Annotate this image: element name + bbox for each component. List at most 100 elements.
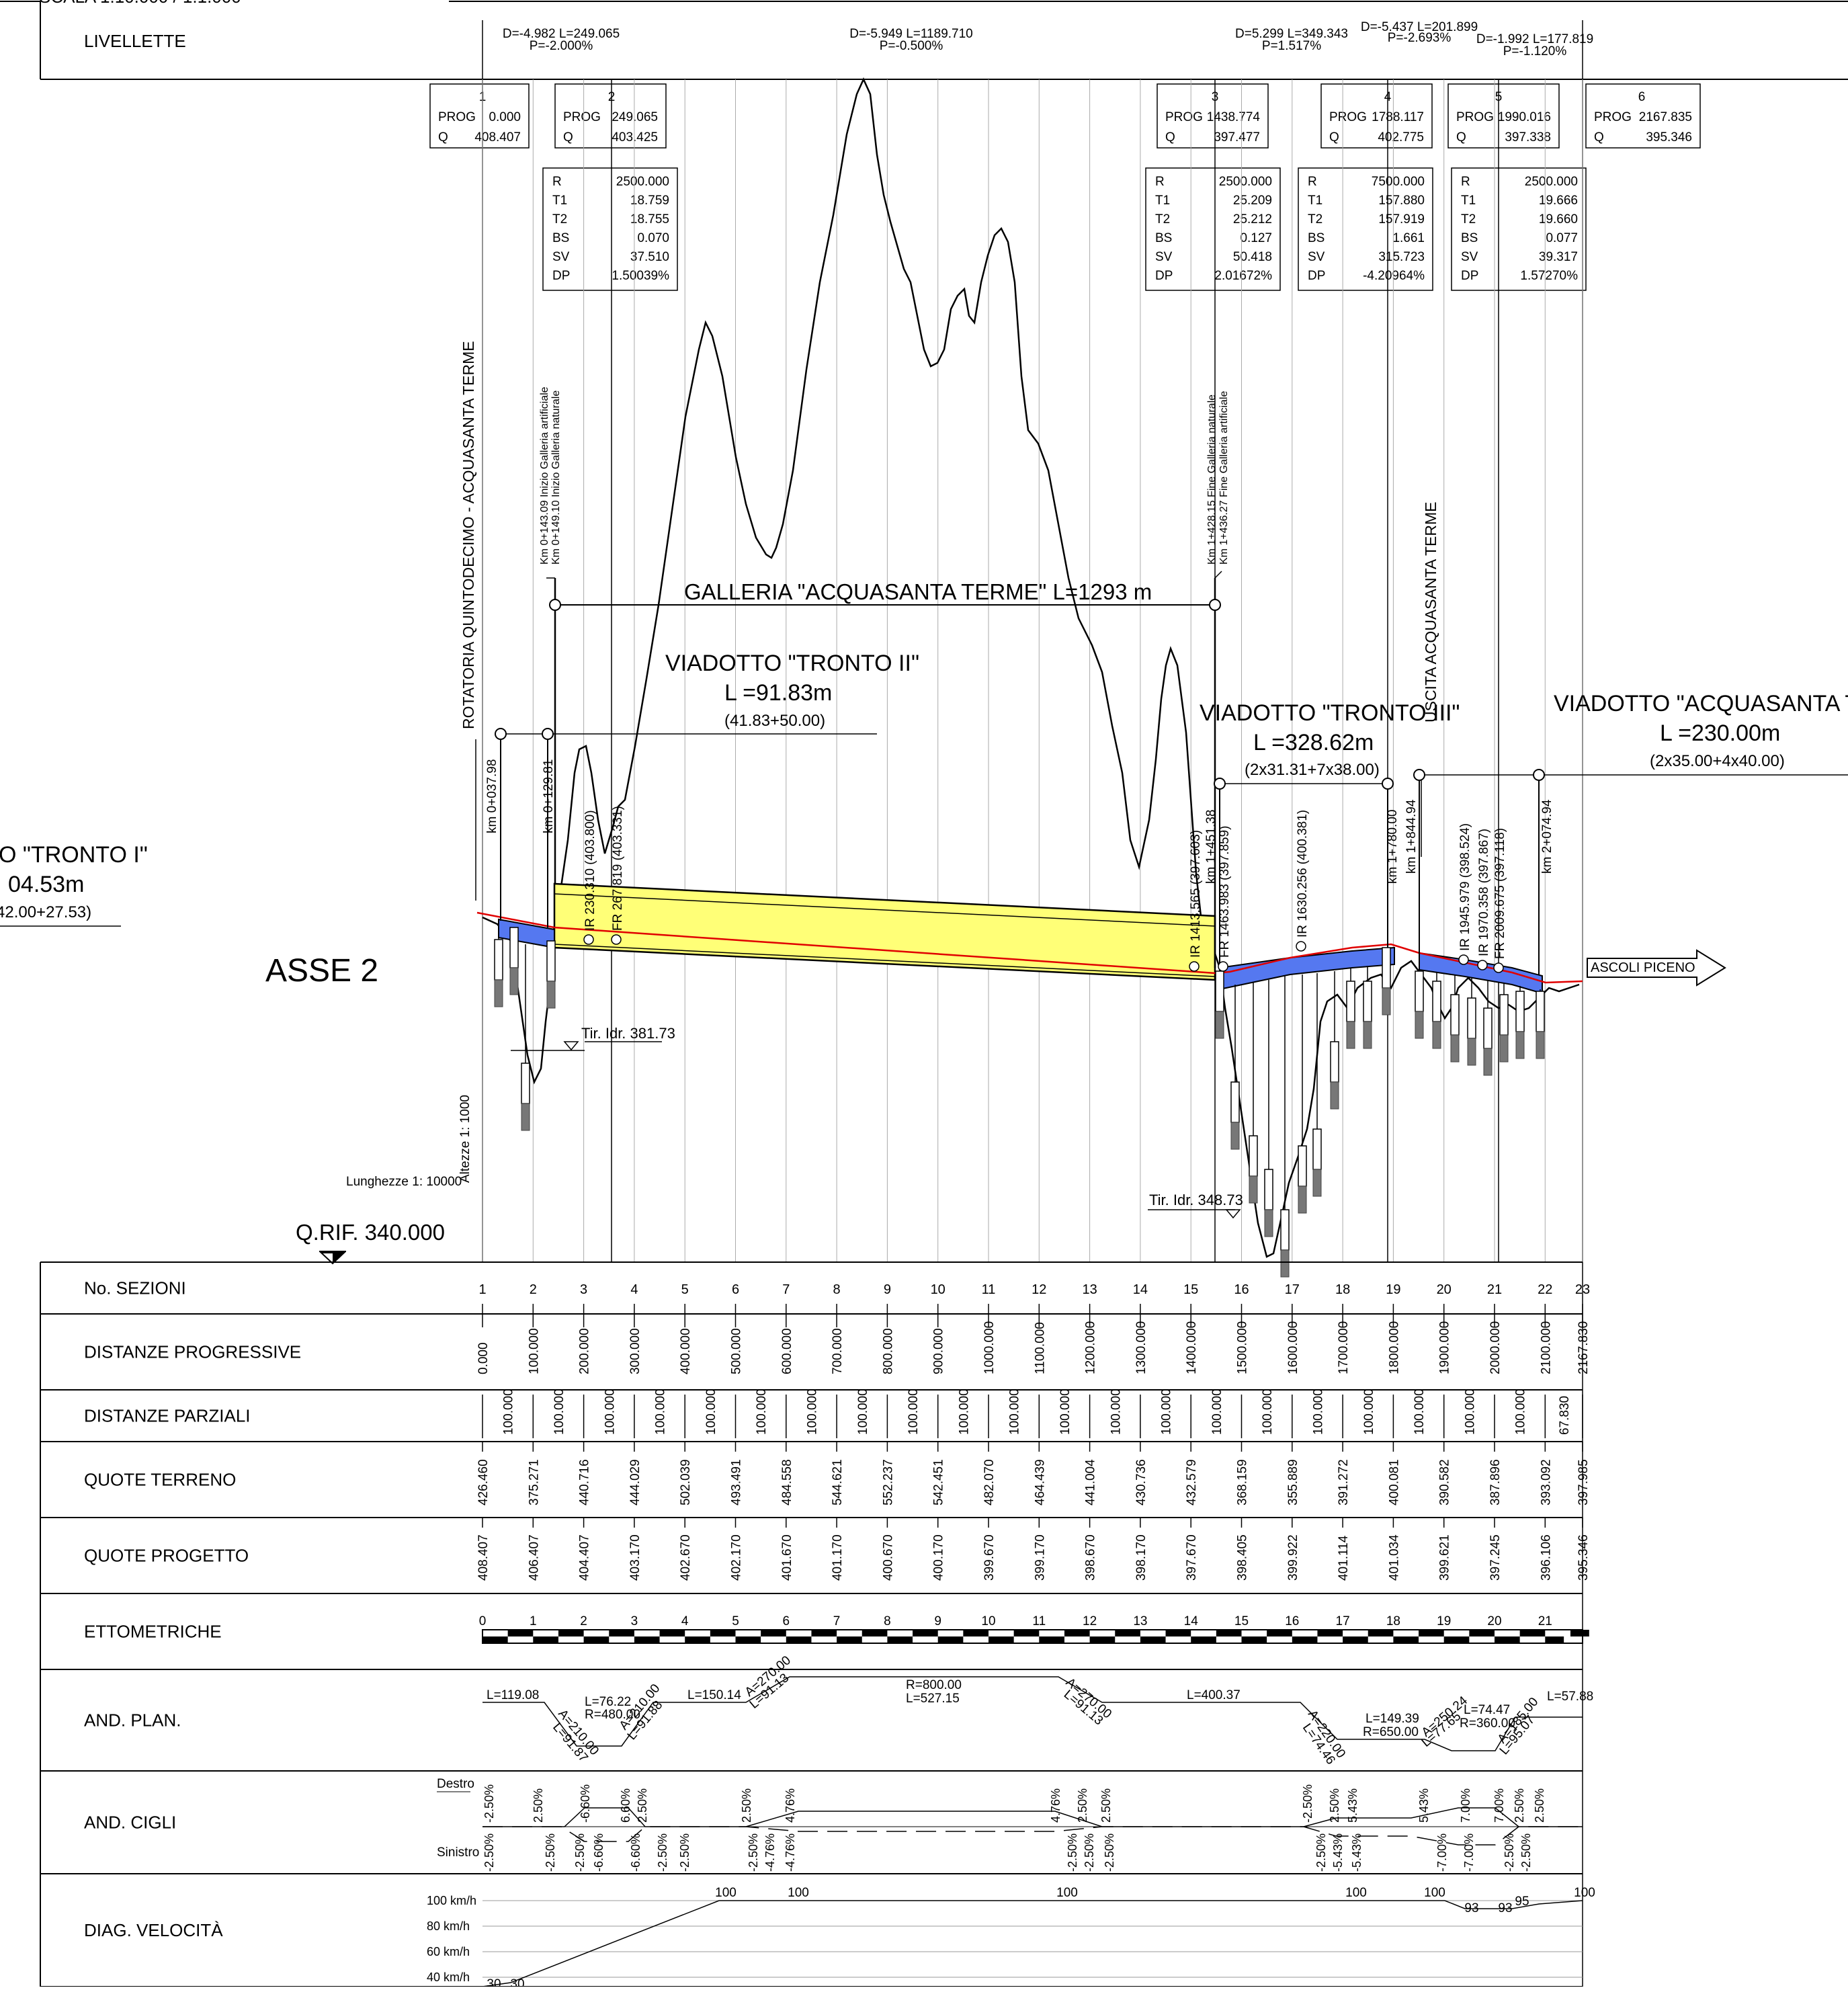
partial-distance: 100.000	[1008, 1388, 1022, 1435]
curve-key: R	[552, 175, 562, 189]
cigli-top-value: 4.76%	[1049, 1788, 1062, 1823]
vertex-prog-value: 249.065	[612, 110, 658, 124]
cigli-bottom-value: -2.50%	[1314, 1833, 1328, 1872]
hectometer-label: 12	[1083, 1614, 1097, 1628]
curve-value: 7500.000	[1372, 175, 1425, 189]
progressive-distance: 1000.000	[982, 1321, 997, 1374]
partial-distance: 100.000	[957, 1388, 971, 1435]
design-elevation: 408.407	[476, 1534, 491, 1581]
design-elevation: 400.170	[932, 1534, 946, 1581]
km-mark-label: km 1+780.00	[1386, 810, 1400, 884]
pier-column	[1467, 997, 1476, 1039]
curve-key: SV	[1155, 250, 1173, 264]
hectometer-label: 7	[833, 1614, 841, 1628]
pier-column	[1382, 947, 1391, 989]
galleria-annotation: GALLERIA "ACQUASANTA TERME" L=1293 m Km …	[539, 386, 1230, 968]
cigli-bottom-value: -2.50%	[1503, 1833, 1516, 1872]
cigli-top-value: 5.43%	[1346, 1788, 1359, 1823]
section-number: 15	[1183, 1282, 1198, 1297]
hectometer-label: 9	[934, 1614, 941, 1628]
hectometer-segment	[482, 1636, 508, 1643]
vertex-prog-value: 2167.835	[1639, 110, 1692, 124]
cigli-bottom-value: -2.50%	[1103, 1833, 1116, 1872]
viaduct-tronto-iii-deck	[1219, 946, 1395, 991]
section-number: 17	[1285, 1282, 1300, 1297]
ground-elevation: 552.237	[881, 1459, 895, 1505]
design-elevation: 398.670	[1084, 1534, 1098, 1581]
curve-value: 0.077	[1546, 231, 1578, 245]
cigli-top-value: 2.50%	[1099, 1788, 1113, 1823]
curve-box	[1451, 167, 1587, 291]
vertex-prog-value: 1990.016	[1498, 110, 1551, 124]
ground-elevation: 544.621	[831, 1459, 845, 1505]
hectometer-label: 1	[530, 1614, 537, 1628]
cigli-bottom-value: -5.43%	[1331, 1833, 1345, 1872]
lunghezze-label: Lunghezze 1: 10000	[346, 1175, 462, 1189]
design-elevation: 402.670	[679, 1534, 693, 1581]
pier-column	[1264, 1169, 1273, 1210]
rotatoria-label: ROTATORIA QUINTODECIMO - ACQUASANTA TERM…	[460, 341, 477, 729]
viaduct-tronto-iii-detail: (2x31.31+7x38.00)	[1245, 761, 1380, 779]
vertex-q-value: 395.346	[1646, 130, 1692, 144]
design-elevation: 401.670	[780, 1534, 794, 1581]
progressive-distance: 2167.830	[1577, 1321, 1591, 1374]
viaduct-tronto-iii-length: L =328.62m	[1253, 730, 1374, 755]
cigli-bottom-value: -2.50%	[573, 1833, 587, 1872]
vertex-prog-label: PROG	[1329, 110, 1367, 124]
hectometer-label: 19	[1437, 1614, 1451, 1628]
vertex-q-label: Q	[563, 130, 573, 144]
transition-label: IR 1970.358 (397.867)	[1477, 829, 1491, 956]
section-number: 16	[1234, 1282, 1249, 1297]
asse-label: ASSE 2	[265, 953, 378, 989]
curve-value: 2.01672%	[1214, 269, 1272, 283]
section-number: 11	[982, 1282, 996, 1297]
cigli-top-value: 2.50%	[1513, 1788, 1526, 1823]
viaduct-acquasanta-annotation: VIADOTTO "ACQUASANTA TERM L =230.00m (2x…	[1413, 691, 1848, 975]
curve-value: 19.660	[1539, 212, 1578, 226]
design-elevation: 399.621	[1438, 1534, 1452, 1581]
hectometer-label: 11	[1032, 1614, 1046, 1628]
pile-foundation	[546, 981, 556, 1009]
plan-label: L=527.15	[906, 1692, 960, 1706]
progressive-distance: 300.000	[628, 1328, 642, 1374]
curve-key: DP	[1155, 269, 1173, 283]
curve-key: DP	[1461, 269, 1478, 283]
hectometer-segment	[963, 1630, 989, 1636]
progressive-distance: 1800.000	[1387, 1321, 1401, 1374]
progressive-distance: 2100.000	[1539, 1321, 1553, 1374]
transition-point-icon	[1296, 941, 1306, 952]
partial-distance: 100.000	[1514, 1388, 1528, 1435]
hectometer-label: 4	[681, 1614, 689, 1628]
hectometer-segment	[1393, 1636, 1419, 1643]
transition-point-icon	[1493, 962, 1504, 973]
vertex-q-label: Q	[438, 130, 448, 144]
partial-distance: 100.000	[1160, 1388, 1174, 1435]
hectometer-segment	[761, 1630, 786, 1636]
curve-key: BS	[552, 231, 569, 245]
curve-key: R	[1308, 175, 1317, 189]
vertex-prog-value: 0.000	[489, 110, 521, 124]
ground-elevation: 355.889	[1286, 1459, 1300, 1505]
viaduct-acquasanta-length: L =230.00m	[1660, 720, 1780, 746]
vertex-box	[1157, 83, 1269, 149]
vertex-prog-label: PROG	[1165, 110, 1203, 124]
hectometer-label: 16	[1285, 1614, 1299, 1628]
pile-foundation	[1483, 1048, 1493, 1076]
hectometer-segment	[1495, 1636, 1520, 1643]
hectometer-label: 18	[1386, 1614, 1400, 1628]
hectometer-segment	[1089, 1636, 1116, 1643]
progressive-distance: 500.000	[730, 1328, 744, 1374]
hectometer-segment	[1419, 1630, 1444, 1636]
section-number: 19	[1386, 1282, 1400, 1297]
hectometer-label: 0	[479, 1614, 487, 1628]
hectometer-label: 15	[1234, 1614, 1249, 1628]
plan-alignment-line	[482, 1676, 1583, 1751]
cigli-bottom-value: -4.76%	[763, 1833, 777, 1872]
cigli-top-value: 6.60%	[619, 1788, 632, 1823]
table-row-label: QUOTE PROGETTO	[84, 1546, 249, 1566]
pier-column	[1312, 1128, 1322, 1170]
section-number: 1	[478, 1282, 486, 1297]
partial-distance: 100.000	[856, 1388, 870, 1435]
ground-elevation: 440.716	[578, 1459, 592, 1505]
